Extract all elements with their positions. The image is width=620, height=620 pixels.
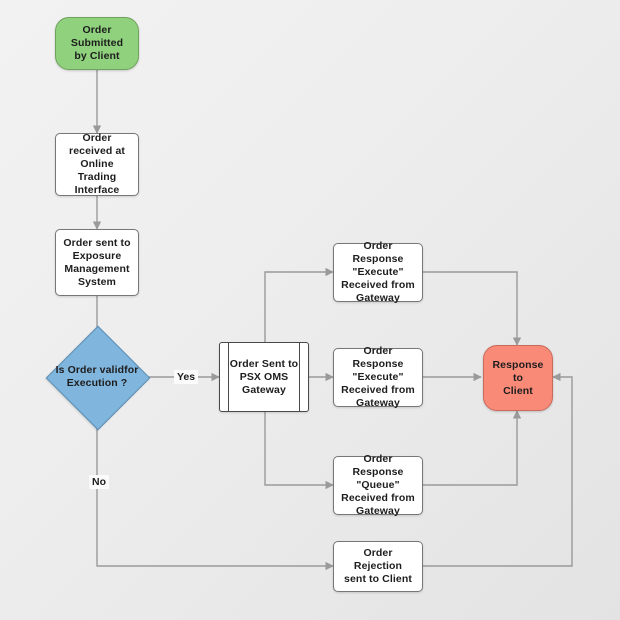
node-order-submitted-by-client[interactable]: Order Submitted by Client — [55, 17, 139, 70]
edge-label-no: No — [89, 475, 109, 489]
node-response-to-client[interactable]: Response to Client — [483, 345, 553, 411]
node-label: Order Sent to PSX OMS Gateway — [229, 357, 299, 396]
node-order-received-online-trading-interface[interactable]: Order received at Online Trading Interfa… — [55, 132, 139, 196]
node-order-response-queue[interactable]: Order Response "Queue" Received from Gat… — [333, 453, 423, 517]
edge-response-execute-top-to-response — [423, 271, 522, 346]
node-label: Order Submitted by Client — [70, 24, 124, 62]
edge-oms-to-response-queue — [264, 412, 334, 490]
node-label: Response to Client — [492, 358, 544, 397]
node-order-sent-psx-oms-gateway[interactable]: Order Sent to PSX OMS Gateway — [219, 342, 309, 412]
node-label: Is Order validfor Execution ? — [55, 364, 139, 389]
node-label: Order Rejection sent to Client — [344, 547, 412, 585]
node-label: Order Response "Execute" Received from G… — [341, 345, 415, 409]
node-order-rejection-sent-to-client[interactable]: Order Rejection sent to Client — [333, 541, 423, 592]
node-label: Order received at Online Trading Interfa… — [69, 132, 125, 196]
edge-response-queue-to-response — [423, 410, 522, 486]
node-label: Order Response "Queue" Received from Gat… — [341, 453, 415, 517]
edge-label-yes: Yes — [174, 370, 199, 384]
edge-decision-no-to-rejection — [96, 415, 334, 571]
node-label: Order sent to Exposure Management System — [63, 236, 131, 288]
node-order-sent-exposure-management-system[interactable]: Order sent to Exposure Management System — [55, 229, 139, 296]
predefined-process-right-bar — [298, 343, 300, 411]
node-order-response-execute-top[interactable]: Order Response "Execute" Received from G… — [333, 240, 423, 304]
predefined-process-left-bar — [228, 343, 230, 411]
node-is-order-valid-for-execution[interactable]: Is Order validfor Execution ? — [42, 325, 152, 431]
node-label: Order Response "Execute" Received from G… — [341, 240, 415, 304]
node-order-response-execute-middle[interactable]: Order Response "Execute" Received from G… — [333, 345, 423, 409]
